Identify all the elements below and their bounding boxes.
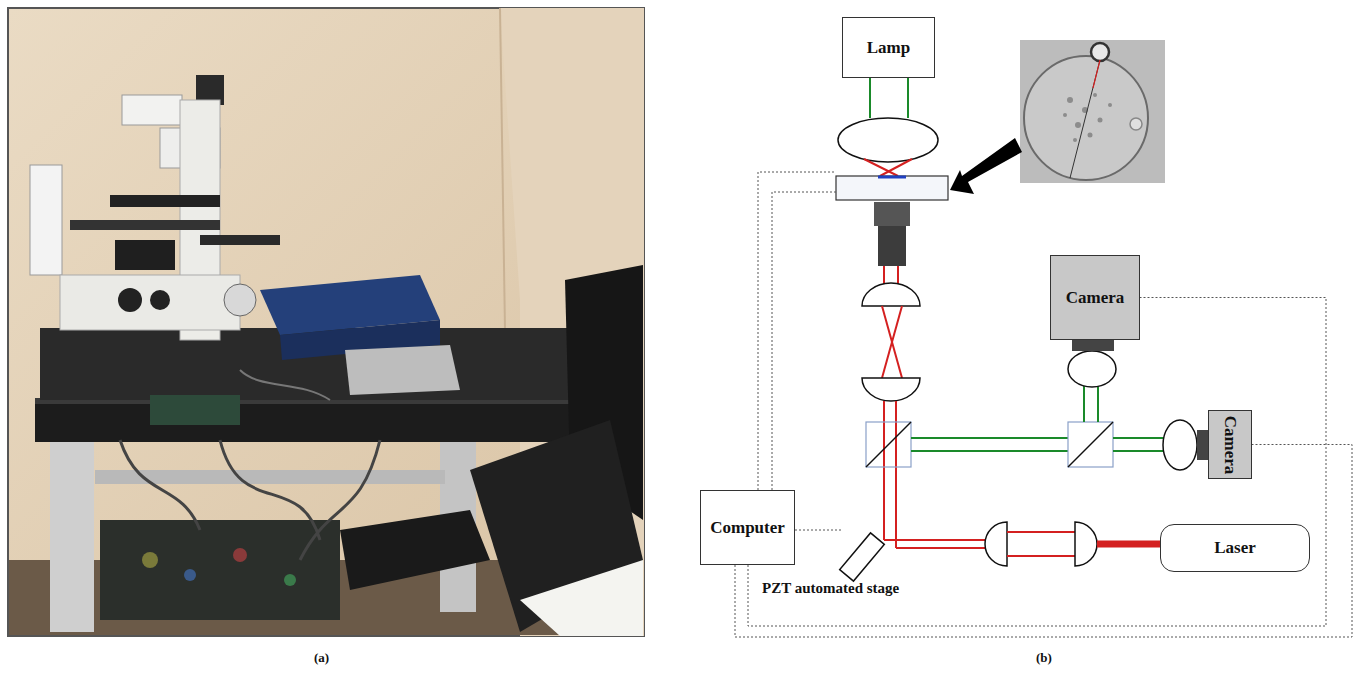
node-text: Camera <box>1066 288 1125 308</box>
panel-label: (a) <box>314 650 329 666</box>
part-label: PZT automated stage <box>762 580 899 597</box>
node-text: Laser <box>1214 538 1256 558</box>
panel-label: (b) <box>1036 650 1052 666</box>
lamp-box: Lamp <box>842 17 935 78</box>
node-text: Computer <box>710 518 785 538</box>
laser-box: Laser <box>1160 524 1310 572</box>
node-text: Camera <box>1220 415 1240 474</box>
computer-box: Computer <box>700 490 795 565</box>
signal-wire <box>748 298 1326 627</box>
signal-wire <box>735 445 1352 638</box>
camera-box: Camera <box>1050 255 1140 340</box>
camera-box: Camera <box>1208 410 1252 479</box>
node-text: Lamp <box>867 38 910 58</box>
